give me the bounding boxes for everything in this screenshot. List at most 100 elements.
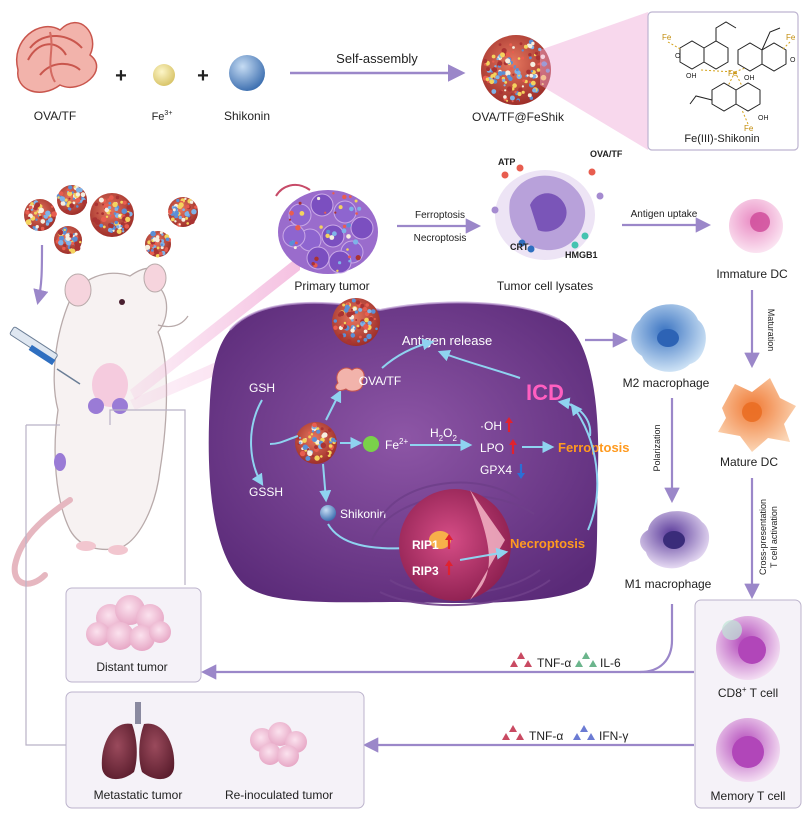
mature-dc-label: Mature DC (720, 455, 778, 469)
nanoparticle-speck (355, 319, 358, 321)
nanoparticle-speck (45, 222, 50, 226)
nanoparticle-speck (298, 201, 302, 205)
shikonin-sphere (229, 55, 265, 91)
nanoparticle-speck (346, 311, 352, 318)
nanoparticle-speck (75, 197, 81, 203)
nanoparticle-speck (99, 223, 104, 228)
nanoparticle-speck (161, 233, 164, 236)
nanoparticle-speck (309, 440, 313, 444)
released-shikonin (320, 505, 336, 521)
nanoparticle-speck (491, 54, 496, 59)
nanoparticle-speck (101, 212, 104, 216)
nanoparticle-speck (116, 225, 120, 229)
nanoparticle-speck (351, 319, 354, 322)
nanoparticle-speck (34, 202, 41, 208)
nanoparticle-speck (58, 240, 64, 246)
lysates-label: Tumor cell lysates (497, 279, 593, 293)
nanoparticle-speck (109, 195, 114, 200)
nanoparticle-speck (194, 205, 198, 209)
nanoparticle-speck (109, 211, 113, 215)
nanoparticle-speck (144, 244, 151, 251)
complex-fe-1: Fe (662, 33, 672, 42)
nanoparticle-speck (528, 53, 532, 57)
nanoparticle-speck (158, 251, 163, 256)
nanoparticle-speck (373, 317, 376, 321)
nanoparticle-speck (302, 444, 308, 450)
nanoparticle-speck (94, 202, 99, 207)
nanoparticle-speck (74, 232, 78, 236)
nanoparticle-speck (544, 62, 548, 66)
nanoparticle-speck (516, 99, 520, 103)
nanoparticle-speck (189, 219, 195, 225)
np-to-gsh-link (269, 435, 299, 445)
nanoparticle-speck (512, 83, 517, 88)
oh-radical-label: ·OH (480, 419, 502, 433)
nanoparticle-speck (299, 450, 306, 457)
nanoparticle-speck (346, 248, 349, 251)
nanoparticle-speck (485, 77, 490, 82)
nucleus (399, 489, 511, 601)
tumor-cell-unit (310, 193, 334, 217)
tnf-a-label-1: TNF-α (537, 656, 571, 670)
nanoparticle-speck (494, 65, 497, 68)
cross-presentation-label: Cross-presentation (758, 499, 768, 575)
rip-to-necroptosis-arrow (459, 547, 509, 561)
nanoparticle-speck (125, 212, 130, 217)
nanoparticle-speck (180, 203, 184, 207)
nanoparticle-speck (541, 83, 544, 86)
nanoparticle-speck (522, 79, 526, 83)
rip3-label: RIP3 (412, 564, 439, 578)
nanoparticle-speck (492, 60, 495, 63)
nanoparticle-speck (486, 67, 490, 72)
nanoparticle-speck (40, 226, 45, 231)
tumor-cell-unit (333, 200, 357, 224)
nanoparticle-speck (314, 455, 320, 461)
nanoparticle-speck (350, 328, 355, 333)
lysate-fragment (581, 232, 589, 240)
lysate-fragment (518, 239, 526, 247)
nanoparticle-speck (497, 71, 503, 76)
nanoparticle-speck (359, 335, 362, 339)
complex-o-2: O (790, 57, 796, 64)
np-to-shikonin-arrow (319, 463, 332, 503)
polarization-label: Polarization (652, 424, 662, 471)
lysate-fragment (501, 171, 509, 179)
nanoparticle-speck (367, 320, 372, 326)
nanoparticle-speck (168, 209, 173, 215)
nanoparticle-speck (371, 309, 376, 314)
nanoparticle-speck (172, 208, 176, 212)
nanoparticle-speck (102, 225, 106, 229)
nanoparticle-speck (65, 209, 70, 214)
tumor-cell-unit (282, 224, 306, 248)
nanoparticle-speck (94, 219, 101, 225)
nanoparticle-speck (184, 197, 187, 200)
nanoparticle-speck (361, 321, 364, 324)
nanoparticle-speck (491, 89, 497, 94)
nanoparticle-speck (338, 261, 342, 265)
nanoparticle-speck (108, 201, 112, 205)
nanoparticle (90, 193, 134, 237)
gpx4-label: GPX4 (480, 463, 512, 477)
cd8-t-cell (716, 616, 780, 680)
fe3-label: Fe3+ (152, 110, 173, 123)
nanoparticle-speck (105, 215, 109, 218)
nanoparticle-speck (509, 95, 515, 101)
nanoparticle-speck (512, 73, 515, 76)
nanoparticle-speck (529, 96, 534, 100)
rip1-label: RIP1 (412, 538, 439, 552)
nanoparticle-speck (521, 49, 524, 52)
nanoparticle-speck (517, 91, 522, 97)
nanoparticle-speck (178, 223, 181, 226)
nanoparticle-speck (48, 217, 53, 223)
nanoparticle-speck (103, 203, 109, 209)
necroptosis-small-label: Necroptosis (414, 233, 467, 244)
cytokine-marks-2 (502, 725, 595, 740)
nanoparticle-speck (35, 218, 38, 221)
nanoparticle-speck (505, 58, 511, 64)
nanoparticle-speck (72, 197, 76, 200)
nanoparticle-speck (531, 41, 535, 46)
nanoparticle-speck (70, 248, 76, 254)
immature-dc (729, 199, 783, 253)
fe-shikonin-structure (667, 21, 791, 125)
